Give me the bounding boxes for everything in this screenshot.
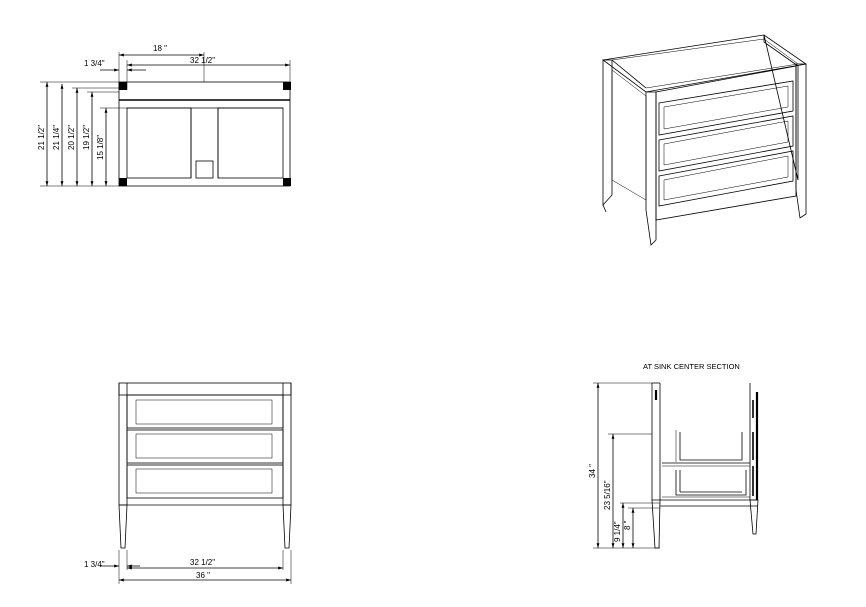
dim-half-width-label: 18 " [153, 44, 167, 53]
dim-depth-1-label: 21 1/2" [37, 125, 46, 150]
dim-depth-4-label: 19 1/2" [82, 125, 91, 150]
top-view: 18 " 32 1/2" 1 3/4" 21 1/2" 21 1/4" 20 1 [37, 44, 291, 187]
front-elevation: 1 3/4" 32 1/2" 36 " [84, 382, 292, 584]
section-dim-height-label: 34 " [588, 464, 597, 478]
dim-depth-3-label: 20 1/2" [67, 125, 76, 150]
section-view: AT SINK CENTER SECTION 34 " 23 5/16" 9 1… [588, 362, 759, 549]
depth-dimensions: 21 1/2" 21 1/4" 20 1/2" 19 1/2" 15 1/8" [37, 81, 127, 187]
dim-depth-2-label: 21 1/4" [52, 125, 61, 150]
dim-leg-label: 1 3/4" [84, 59, 105, 68]
section-title: AT SINK CENTER SECTION [643, 362, 740, 371]
front-dim-overall-label: 36 " [196, 571, 210, 580]
front-dim-inner-label: 32 1/2" [190, 558, 215, 567]
section-dim-lower-label: 9 1/4" [613, 521, 622, 542]
isometric-view [601, 34, 808, 246]
section-dim-upper-label: 23 5/16" [603, 480, 612, 510]
dim-depth-5-label: 15 1/8" [96, 135, 105, 160]
dim-inner-width-label: 32 1/2" [190, 56, 215, 65]
section-dim-toe-label: 8 " [623, 520, 632, 530]
front-drawers [126, 394, 284, 499]
front-dim-leg-label: 1 3/4" [84, 560, 105, 569]
iso-drawers [658, 80, 794, 207]
